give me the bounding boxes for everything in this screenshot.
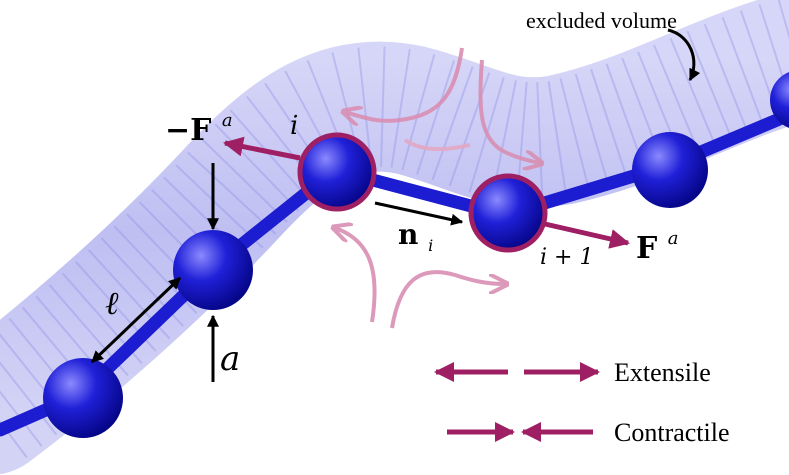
beads [43,72,789,438]
force-negative-text: −F [165,113,211,148]
force-negative-sup: a [222,110,233,131]
normal-vector-text: n [398,218,418,251]
flow-line-upper-left [345,47,464,121]
legend: Extensile Contractile [434,358,730,447]
flow-line-upper-right [478,59,540,163]
force-arrows [223,136,630,249]
bond-length-label: ℓ [105,284,119,322]
force-positive-sup: a [668,228,679,249]
legend-extensile-label: Extensile [614,358,711,387]
bead-radius-label: a [220,339,240,379]
excluded-volume-label: excluded volume [526,8,677,33]
force-arrow-negative [223,136,301,161]
force-positive-label: F a [636,228,679,266]
normal-vector-arrow [374,201,464,226]
normal-vector-sub: i [428,236,433,255]
normal-vector-label: n i [398,218,433,255]
flow-line-lower-right [390,270,505,329]
index-i-plus-1-label: i + 1 [540,245,593,270]
force-negative-label: −F a [165,110,233,148]
flow-lines [335,47,540,329]
bead [632,132,708,208]
dimension-arrows [90,28,701,382]
flow-line-top-a [403,138,471,152]
force-positive-text: F [636,231,657,266]
bead-active-i [297,132,377,212]
legend-contractile-label: Contractile [614,418,730,447]
force-arrow-positive [544,221,630,249]
bond-length-arrow [90,276,182,364]
index-i-label: i [290,111,298,141]
bead-partial [770,72,789,128]
bead [173,230,253,310]
excluded-volume-pointer [667,28,701,82]
bead-active-i-plus-1 [468,173,548,253]
flow-line-lower-left [335,228,377,323]
bead [43,358,123,438]
